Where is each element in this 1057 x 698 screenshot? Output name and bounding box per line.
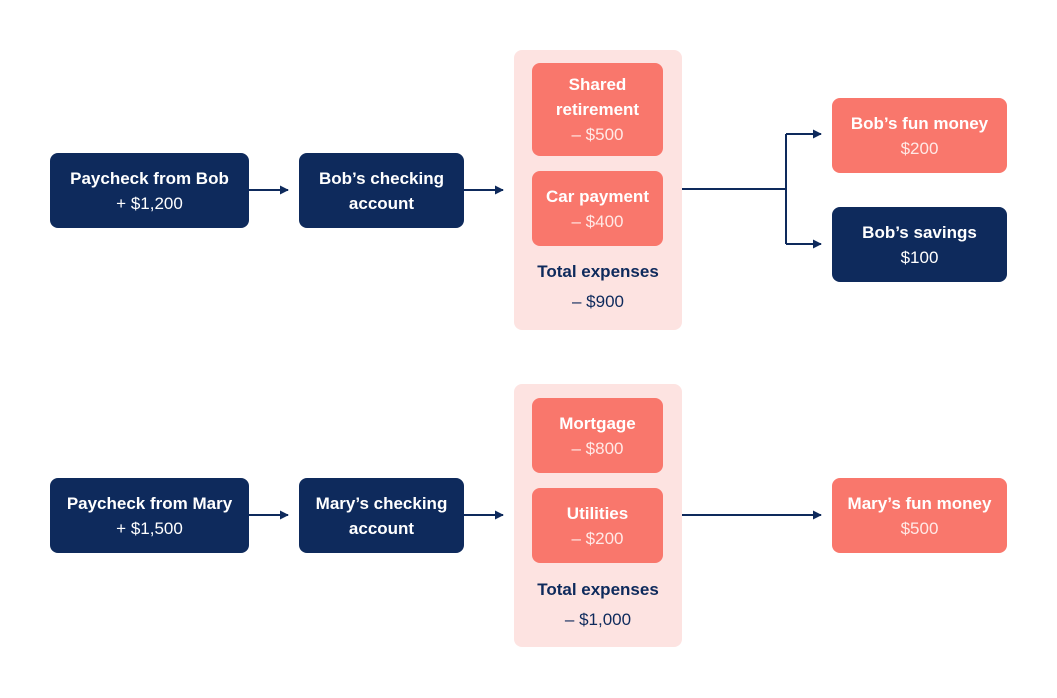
bob-savings-node: Bob’s savings $100 [832, 207, 1007, 282]
expense-amount: – $200 [571, 528, 624, 548]
bob-fun-money-node: Bob’s fun money $200 [832, 98, 1007, 173]
mary-paycheck-node: Paycheck from Mary + $1,500 [50, 478, 249, 553]
bob-expense-shared-retirement: Shared retirement – $500 [532, 63, 663, 156]
mary-fun-money-amount: $500 [900, 518, 939, 538]
total-expenses-amount: – $900 [572, 292, 624, 311]
expense-amount: – $500 [571, 125, 624, 144]
total-expenses-label: Total expenses [537, 262, 659, 281]
bob-checking-label-line1: Bob’s checking [318, 168, 444, 188]
expense-amount: – $800 [571, 438, 624, 458]
bob-total-expenses: Total expenses – $900 [514, 257, 682, 317]
mary-checking-node: Mary’s checking account [299, 478, 464, 553]
bob-fun-money-amount: $200 [900, 138, 939, 158]
total-expenses-amount: – $1,000 [564, 610, 632, 629]
mary-expense-utilities: Utilities – $200 [532, 488, 663, 563]
expense-label: Mortgage [559, 413, 636, 433]
bob-checking-label-line2: account [348, 193, 415, 213]
mary-checking-label-line1: Mary’s checking [315, 493, 448, 513]
bob-paycheck-title: Paycheck from Bob [70, 168, 229, 188]
expense-label: Utilities [566, 503, 629, 523]
expense-label: Car payment [546, 186, 649, 206]
bob-savings-title: Bob’s savings [862, 222, 977, 242]
mary-checking-label-line2: account [348, 518, 415, 538]
mary-expense-mortgage: Mortgage – $800 [532, 398, 663, 473]
mary-paycheck-amount: + $1,500 [116, 518, 183, 538]
bob-fun-money-title: Bob’s fun money [850, 113, 989, 133]
mary-fun-money-node: Mary’s fun money $500 [832, 478, 1007, 553]
mary-fun-money-title: Mary’s fun money [847, 493, 992, 513]
mary-total-expenses: Total expenses – $1,000 [514, 575, 682, 635]
bob-expense-car-payment: Car payment – $400 [532, 171, 663, 246]
bob-savings-amount: $100 [900, 247, 939, 267]
bob-checking-node: Bob’s checking account [299, 153, 464, 228]
total-expenses-label: Total expenses [537, 580, 659, 599]
mary-paycheck-title: Paycheck from Mary [66, 493, 233, 513]
expense-label-line2: retirement [555, 100, 640, 119]
bob-paycheck-amount: + $1,200 [116, 193, 183, 213]
bob-paycheck-node: Paycheck from Bob + $1,200 [50, 153, 249, 228]
expense-label-line1: Shared [568, 75, 627, 94]
expense-amount: – $400 [571, 211, 624, 231]
